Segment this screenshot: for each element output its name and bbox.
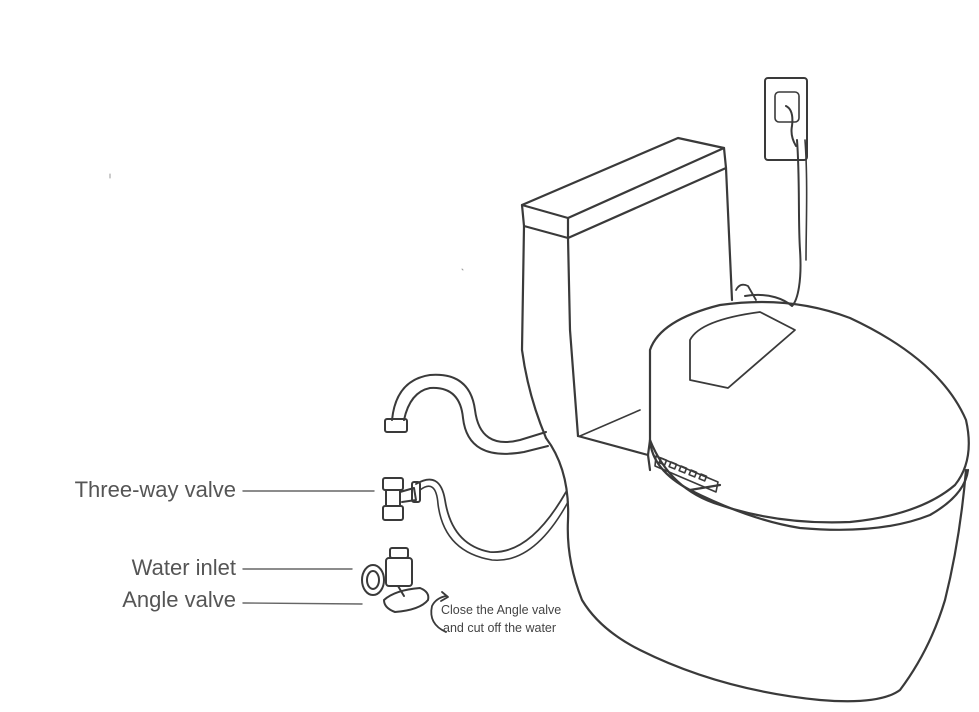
toilet-bowl	[544, 434, 968, 703]
smart-seat	[646, 283, 970, 531]
instruction-note-line2: and cut off the water	[443, 621, 557, 635]
callout-lines	[242, 490, 375, 605]
paper-specks	[109, 173, 464, 271]
power-cord	[744, 139, 802, 307]
side-buttons	[654, 455, 719, 493]
rotate-arrow-icon	[430, 595, 447, 633]
water-inlet-label: Water inlet	[131, 555, 236, 580]
angle-valve	[361, 547, 430, 613]
three-way-valve	[382, 477, 421, 521]
wall-socket	[764, 77, 808, 161]
three-way-valve-label: Three-way valve	[74, 477, 236, 502]
instruction-note-line1: Close the Angle valve	[441, 603, 562, 617]
inlet-hose	[415, 478, 567, 553]
water-hose	[384, 373, 549, 455]
angle-valve-label: Angle valve	[122, 587, 236, 612]
toilet-tank	[520, 136, 734, 440]
